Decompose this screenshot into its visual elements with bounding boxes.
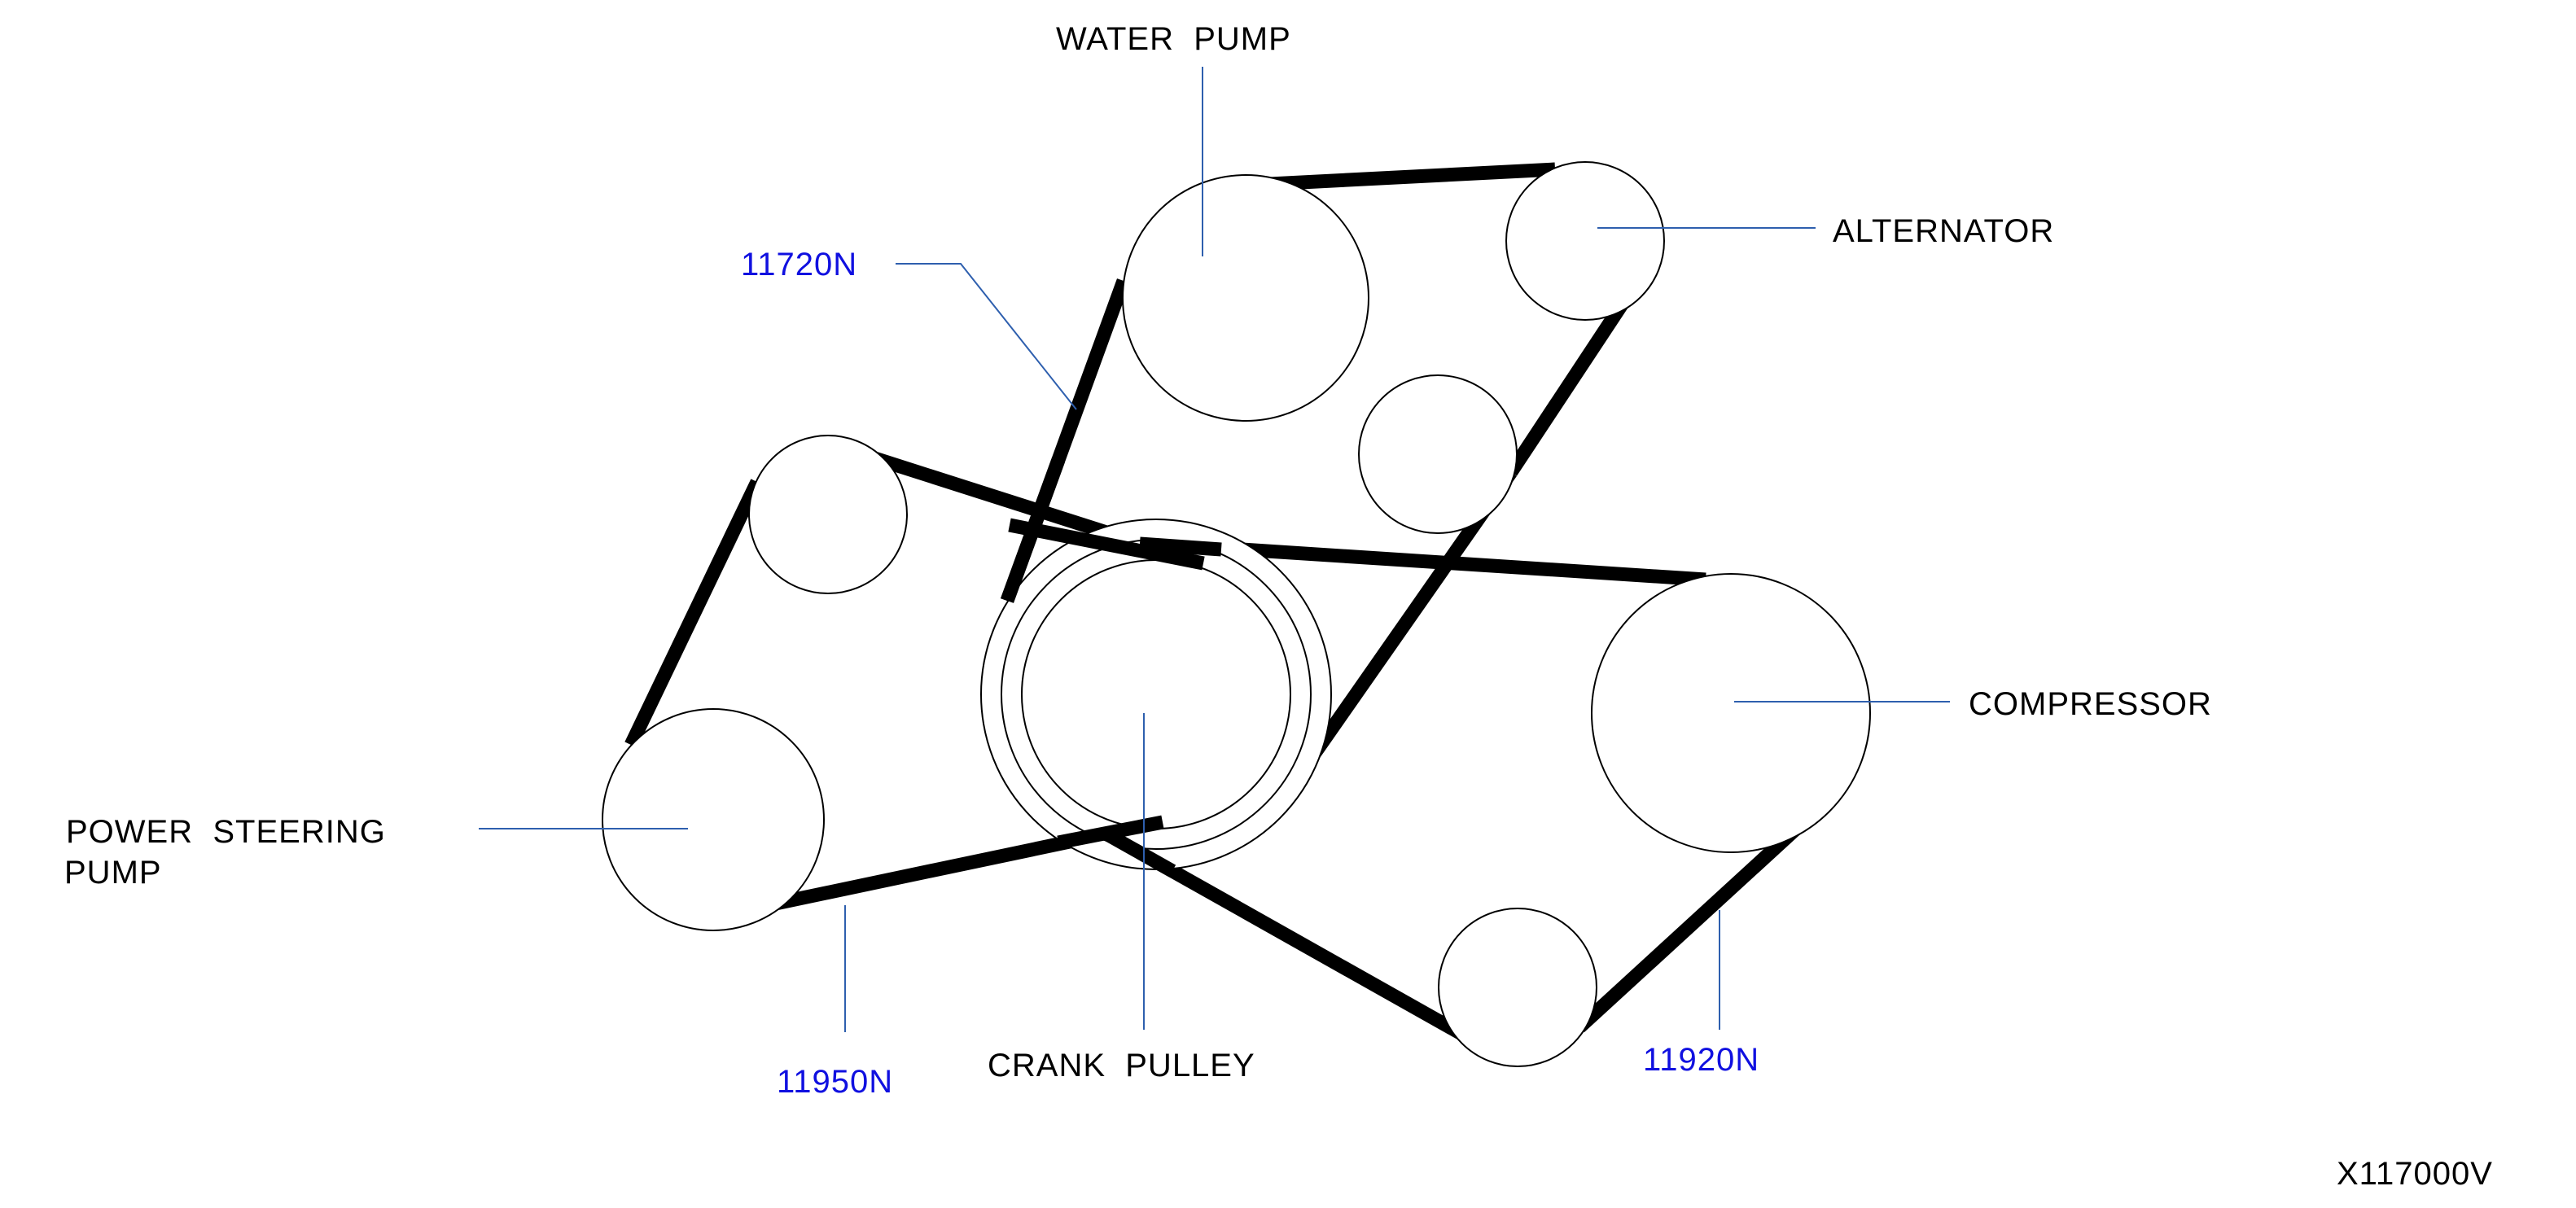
idler-pulley-lower (1438, 908, 1597, 1067)
belt-11950n-crossing-crank (1008, 518, 1205, 571)
belt-11920n-crank-lower (1103, 828, 1176, 878)
water-pump-pulley (1122, 174, 1369, 422)
belt-11920n-crank-to-compressor (1178, 538, 1706, 587)
crank-pulley-label: CRANK PULLEY (988, 1048, 1255, 1083)
belt-11720n-alternator-to-idler (1505, 281, 1641, 476)
alternator-pulley (1505, 161, 1665, 321)
belt-11720n-part-number: 11720N (741, 247, 857, 282)
belt-11920n-crossing-crank (1139, 536, 1222, 557)
belt-11720n-leader (896, 263, 1077, 410)
belt-11950n-part-number: 11950N (777, 1064, 893, 1100)
power-steering-label-line1: POWER STEERING (66, 814, 386, 850)
power-steering-label-line2: PUMP (64, 855, 162, 891)
alternator-label: ALTERNATOR (1833, 213, 2054, 249)
compressor-label: COMPRESSOR (1969, 686, 2212, 722)
figure-id-label: X117000V (2337, 1156, 2493, 1192)
power-steering-pump-pulley (602, 708, 825, 931)
idler-pulley-upper (1358, 374, 1518, 534)
compressor-pulley (1591, 573, 1871, 853)
belt-11950n-idler-to-power-steering (624, 479, 764, 748)
belt-11920n-compressor-to-idler (1575, 816, 1808, 1033)
belt-11920n-part-number: 11920N (1643, 1042, 1759, 1078)
belt-11720n-water-pump-to-alternator (1253, 162, 1556, 192)
idler-pulley-left (748, 435, 908, 594)
water-pump-label: WATER PUMP (1056, 21, 1291, 57)
belt-11720n-crossing-crank (1001, 457, 1065, 603)
